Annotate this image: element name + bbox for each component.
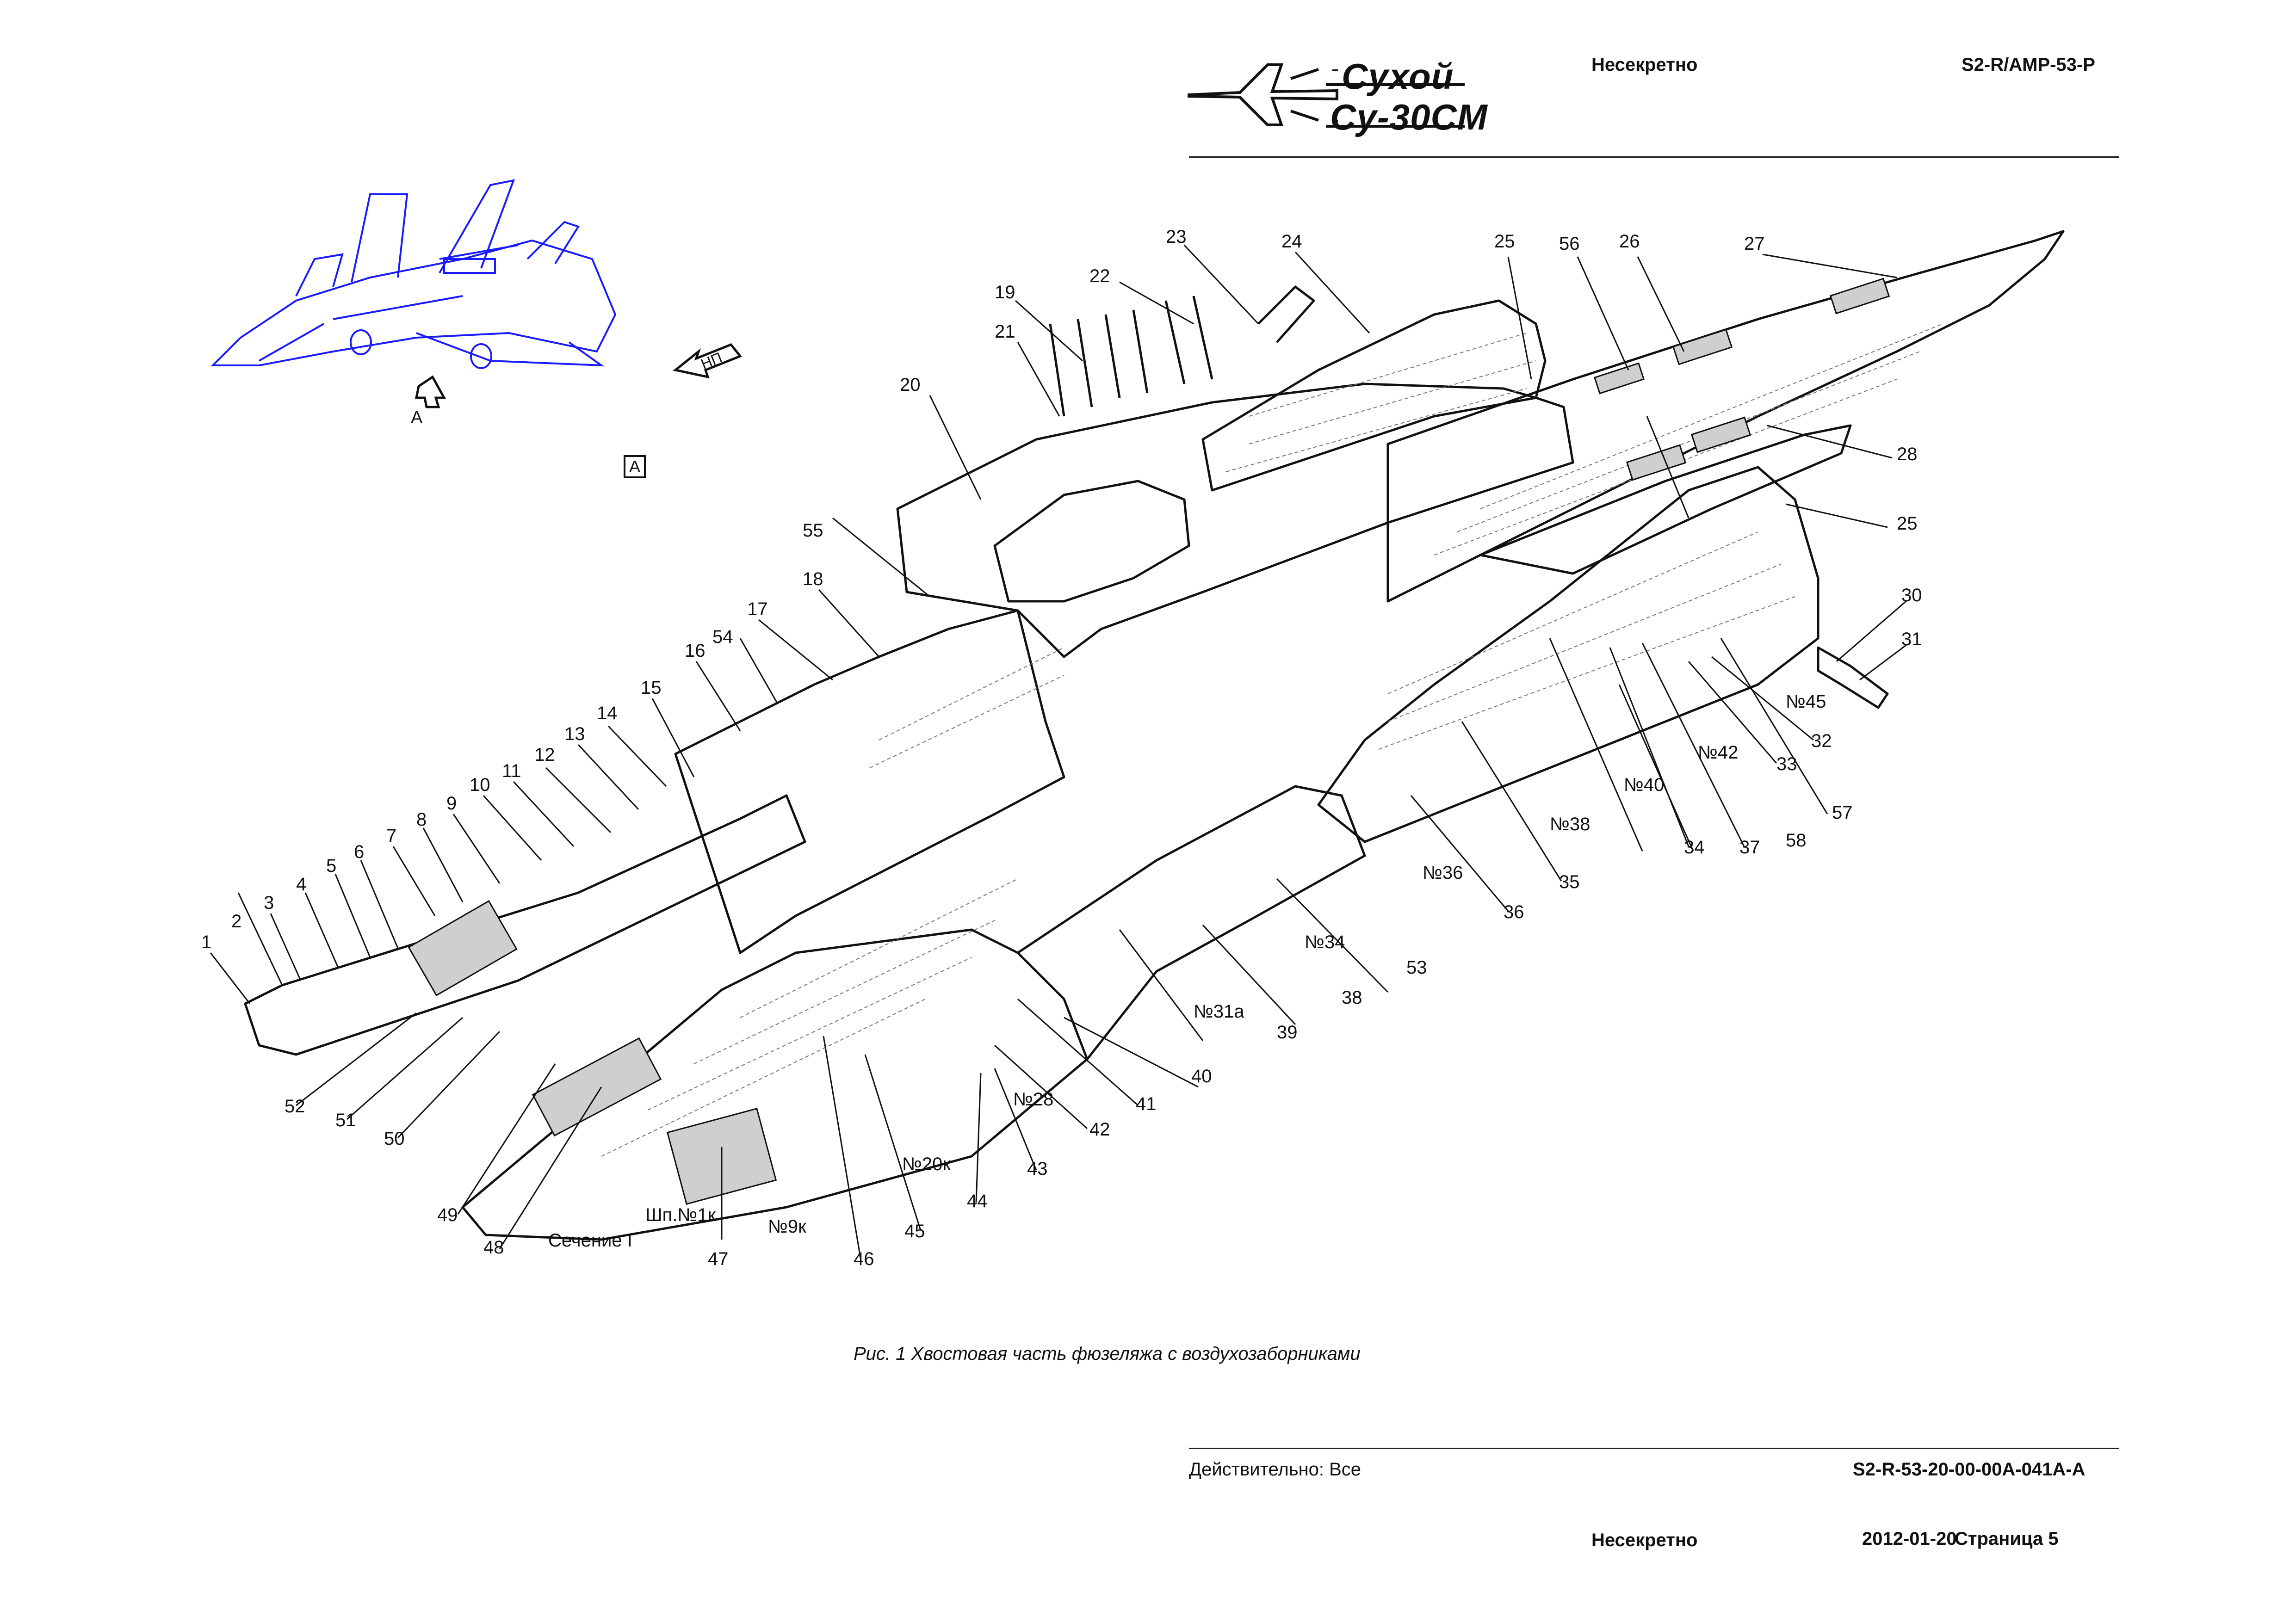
- callout-19: 19: [995, 282, 1015, 302]
- callout-51: 51: [335, 1110, 356, 1130]
- callout-44: 44: [967, 1191, 988, 1211]
- section-label: Сечение I: [548, 1230, 632, 1251]
- callout-16: 16: [685, 641, 706, 661]
- callout-38: 38: [1342, 987, 1362, 1008]
- callout-54: 54: [712, 627, 733, 647]
- callout-39: 39: [1277, 1022, 1298, 1043]
- callout-28: 28: [1897, 444, 1918, 464]
- callout-10: 10: [470, 775, 490, 795]
- callout-37: 37: [1739, 837, 1760, 858]
- callout-numbers: 1 2 3 4 5 6 7 8 9 10 11 12 13 14 15 16 1…: [201, 227, 1922, 1269]
- callout-58: 58: [1786, 830, 1807, 851]
- callout-11: 11: [502, 761, 521, 781]
- frame-label-42: №42: [1698, 742, 1738, 763]
- callout-7: 7: [386, 826, 396, 846]
- callout-15: 15: [641, 678, 662, 698]
- fuselage-outline: [244, 230, 2065, 1241]
- sukhoi-logo: [1184, 51, 1471, 143]
- callout-53: 53: [1406, 957, 1427, 978]
- frame-label-28: №28: [1013, 1089, 1053, 1110]
- callout-2: 2: [231, 911, 241, 932]
- frame-label-34: №34: [1305, 932, 1345, 952]
- view-arrow-label: А: [411, 408, 423, 427]
- figure-caption: Рис. 1 Хвостовая часть фюзеляжа с воздух…: [854, 1344, 1361, 1364]
- callout-22: 22: [1089, 266, 1110, 286]
- callout-45: 45: [904, 1221, 925, 1241]
- callout-5: 5: [326, 856, 336, 876]
- callout-55: 55: [803, 520, 823, 541]
- callout-43: 43: [1027, 1159, 1048, 1179]
- callout-32: 32: [1811, 731, 1832, 751]
- callout-42: 42: [1089, 1119, 1110, 1140]
- callout-36: 36: [1504, 902, 1524, 922]
- callout-4: 4: [296, 874, 306, 895]
- panel-grid-lines: [601, 323, 1943, 1157]
- aircraft-silhouette-logo-icon: [1188, 63, 1465, 128]
- callout-17: 17: [747, 599, 768, 619]
- view-arrow-icon: [415, 375, 446, 408]
- callout-52: 52: [285, 1096, 305, 1117]
- callout-41: 41: [1136, 1094, 1157, 1114]
- callout-56: 56: [1559, 234, 1580, 254]
- footer-page-number: Страница 5: [1955, 1529, 2059, 1549]
- frame-label-40: №40: [1624, 775, 1664, 795]
- callout-25b: 25: [1897, 513, 1918, 534]
- frame-label-36: №36: [1423, 863, 1463, 883]
- callout-6: 6: [354, 842, 364, 862]
- callout-47: 47: [708, 1249, 729, 1269]
- callout-34: 34: [1684, 837, 1705, 858]
- frame-label-38: №38: [1550, 814, 1590, 834]
- callout-21: 21: [995, 321, 1015, 342]
- callout-46: 46: [854, 1249, 874, 1269]
- callout-40: 40: [1191, 1066, 1212, 1086]
- logo-text-sukhoi: Сухой: [1342, 56, 1454, 97]
- callout-13: 13: [564, 724, 585, 744]
- callout-1: 1: [201, 932, 211, 952]
- direction-arrow-icon: [673, 343, 743, 379]
- inset-aircraft-icon: [210, 179, 617, 369]
- callout-8: 8: [416, 809, 427, 830]
- leader-lines: [210, 244, 1906, 1259]
- direction-label: НП: [699, 349, 724, 372]
- callout-33: 33: [1776, 754, 1797, 774]
- footer-date: 2012-01-20: [1862, 1529, 1957, 1549]
- frame-label-20k: №20к: [902, 1154, 951, 1174]
- view-marker-box: А: [624, 455, 646, 478]
- callout-26: 26: [1619, 231, 1640, 252]
- mesh-vent-icon: [408, 278, 1890, 1205]
- callout-57: 57: [1832, 802, 1853, 823]
- footer-dm-code: S2-R-53-20-00-00A-041A-A: [1853, 1459, 2086, 1480]
- header-doc-code: S2-R/AMP-53-P: [1962, 55, 2095, 75]
- callout-18: 18: [803, 569, 823, 589]
- footer-applicability: Действительно: Все: [1189, 1459, 1362, 1480]
- header-rule: [1189, 156, 2119, 158]
- callout-23: 23: [1166, 227, 1187, 247]
- frame-label-1k: Шп.№1к: [645, 1205, 716, 1225]
- callout-48: 48: [483, 1237, 504, 1258]
- callout-12: 12: [534, 745, 555, 765]
- callout-35: 35: [1559, 872, 1580, 892]
- footer-rule: [1189, 1448, 2119, 1449]
- frame-label-45: №45: [1786, 691, 1826, 712]
- callout-49: 49: [437, 1205, 458, 1225]
- frame-label-31a: №31а: [1194, 1001, 1244, 1022]
- header-classification: Несекретно: [1591, 55, 1698, 75]
- callout-9: 9: [446, 793, 457, 814]
- callout-27: 27: [1744, 234, 1765, 254]
- callout-30: 30: [1901, 585, 1922, 605]
- footer-classification: Несекретно: [1591, 1530, 1698, 1550]
- frame-label-9k: №9к: [768, 1216, 806, 1237]
- callout-3: 3: [264, 893, 274, 913]
- callout-31: 31: [1901, 629, 1922, 649]
- callout-24: 24: [1281, 231, 1302, 252]
- frame-labels: №45 №42 №40 №38 №36 №34 №31а №28 №20к №9…: [548, 691, 1826, 1251]
- callout-25a: 25: [1494, 231, 1515, 252]
- callout-50: 50: [384, 1129, 405, 1149]
- callout-14: 14: [597, 703, 618, 723]
- callout-20: 20: [900, 375, 921, 395]
- logo-text-model: Су-30СМ: [1330, 97, 1488, 137]
